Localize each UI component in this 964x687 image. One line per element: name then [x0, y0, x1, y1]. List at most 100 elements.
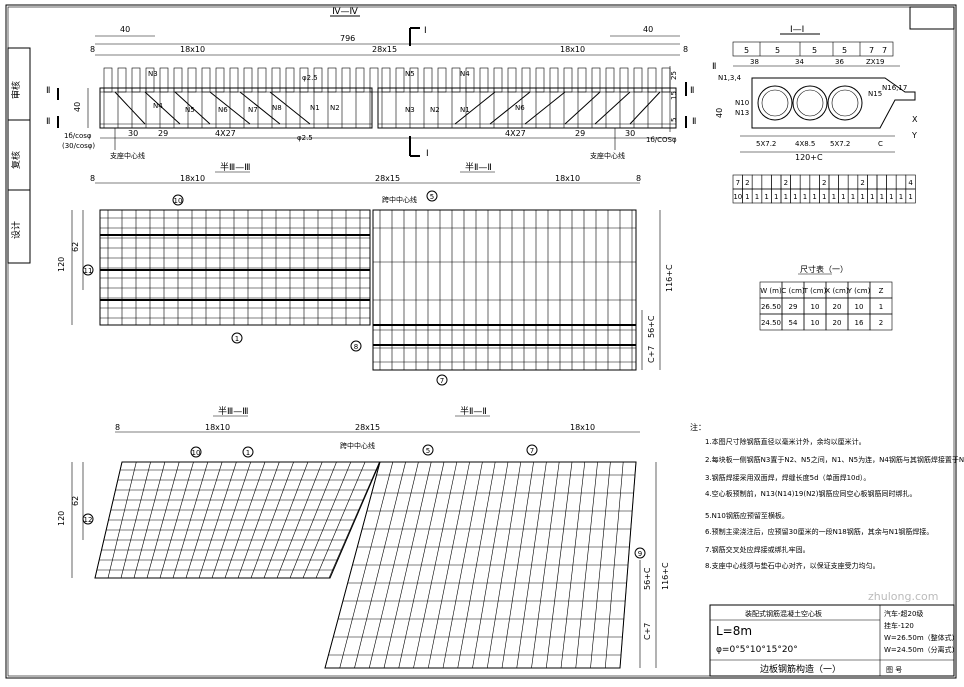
- bar-grid-value: 1: [812, 193, 816, 201]
- bar-dia-label: φ2.5: [302, 74, 318, 82]
- bar-callout: 10: [192, 449, 201, 457]
- plan-top: 8 18x10 28x15 18x10 8 半Ⅲ—Ⅲ 半Ⅱ—Ⅱ 120 62 1…: [57, 161, 674, 386]
- bar-grid-value: 1: [870, 193, 874, 201]
- plan-top-note: 跨中中心线: [382, 195, 417, 204]
- section-mid-dim: 38: [750, 58, 759, 66]
- elevation-view: Ⅳ—Ⅳ 40 40 796 8 8 18x10 28x15 18x10 Ⅰ Ⅰ: [46, 7, 696, 160]
- plan-bottom-height: 120: [57, 511, 66, 526]
- title-load-class: 汽车-超20级: [884, 609, 923, 618]
- dim-table-header: X (cm): [825, 287, 848, 295]
- bar-grid-cell: [828, 174, 839, 190]
- plan-bottom-height: 56+C: [643, 567, 652, 590]
- plan-top-height: C+7: [647, 346, 656, 363]
- bar-callout: 10: [174, 197, 183, 205]
- bar-label: N7: [248, 106, 258, 114]
- plan-bottom-right-title: 半Ⅱ—Ⅱ: [460, 405, 487, 417]
- bar-grid-value: 1: [774, 193, 778, 201]
- bar-grid-cell: [751, 174, 763, 190]
- title-figure-label: 图 号: [886, 666, 902, 674]
- plan-bottom-dim: 18x10: [570, 423, 595, 432]
- elev-bottom-dim: 4X27: [215, 129, 236, 138]
- bar-callout: 12: [84, 516, 93, 524]
- bar-label: N3: [405, 106, 415, 114]
- bar-grid-value: 1: [908, 193, 912, 201]
- bar-grid-value: 1: [755, 193, 759, 201]
- plan-top-height: 62: [71, 242, 80, 252]
- plan-top-height: 120: [57, 257, 66, 272]
- note-item: 5.N10钢筋应预留至横板。: [705, 511, 789, 520]
- notes-block: 注： 1.本图尺寸除钢筋直径以毫米计外，余均以厘米计。 2.每块板一侧钢筋N3置…: [690, 422, 964, 570]
- section-side-dim: 40: [715, 108, 724, 118]
- elev-dim-total: 796: [340, 34, 355, 43]
- bar-grid-cell: [838, 174, 849, 190]
- bar-callout: 1: [246, 449, 250, 457]
- bar-label: N8: [272, 104, 282, 112]
- dim-table-header: C (cm): [781, 287, 805, 295]
- section-title: Ⅰ—Ⅰ: [790, 25, 804, 35]
- bar-callout: 11: [84, 267, 93, 275]
- plan-top-dim: 18x10: [555, 174, 580, 183]
- section-bottom-dim: 5X7.2: [756, 140, 776, 148]
- section-bottom-dim: C: [878, 140, 883, 148]
- bar-grid-value: 1: [803, 193, 807, 201]
- elevation-stirrups: [103, 67, 671, 128]
- title-span: L=8m: [716, 624, 752, 638]
- elev-height-right: 5: [670, 118, 678, 122]
- bar-grid-value: 1: [889, 193, 893, 201]
- void-circle: [757, 85, 793, 121]
- bar-grid-cell: [867, 174, 878, 190]
- bar-grid-cell: [771, 174, 782, 190]
- bar-callout: 8: [354, 343, 358, 351]
- title-load-class-2: 挂车-120: [884, 621, 914, 630]
- bar-grid-value: 2: [745, 179, 749, 187]
- elevation-title: Ⅳ—Ⅳ: [332, 7, 358, 17]
- sidebar-label-design: 设计: [10, 221, 22, 239]
- elev-section-mark-top: Ⅰ: [424, 26, 427, 36]
- bar-label: N1: [460, 106, 470, 114]
- section-top-dim: 7: [882, 46, 887, 55]
- title-block: 装配式钢筋混凝土空心板 L=8m φ=0°5°10°15°20° 边板钢筋构造（…: [709, 604, 959, 677]
- bar-grid-cell: [761, 174, 772, 190]
- bar-grid-value: 2: [822, 179, 826, 187]
- bar-grid-value: 10: [733, 193, 742, 201]
- sidebar-label-review: 审核: [10, 81, 22, 99]
- section-top-dim: 5: [812, 46, 817, 55]
- title-project: 装配式钢筋混凝土空心板: [745, 609, 822, 618]
- elev-bottom-dim: 30: [625, 129, 635, 138]
- bar-callout: 7: [530, 447, 534, 455]
- notes-heading: 注：: [690, 422, 706, 432]
- section-side-dim: X: [912, 115, 918, 124]
- section-bottom-dim: 5X7.2: [830, 140, 850, 148]
- dim-table-value: 10: [811, 303, 820, 311]
- dim-table-header: Y (cm): [847, 287, 871, 295]
- dim-table-value: 10: [811, 319, 820, 327]
- watermark: zhulong.com: [868, 590, 938, 603]
- note-item: 1.本图尺寸除钢筋直径以毫米计外，余均以厘米计。: [705, 437, 866, 446]
- support-label-left: 支座中心线: [110, 151, 145, 160]
- section-top-dim: 5: [842, 46, 847, 55]
- bar-label: N3: [148, 70, 158, 78]
- elev-seg-right: 18x10: [560, 45, 585, 54]
- dim-table-value: 20: [833, 303, 842, 311]
- section-side-mark: Ⅱ: [712, 62, 716, 72]
- bar-label: N5: [185, 106, 195, 114]
- elev-end-right: 8: [683, 45, 688, 54]
- dim-table-header: W (m): [760, 287, 782, 295]
- dim-table-value: 20: [833, 319, 842, 327]
- section-bar-label: N13: [735, 109, 749, 117]
- approval-strip: 审核 复核 设计: [7, 47, 31, 264]
- plan-top-dim: 8: [90, 174, 95, 183]
- bar-grid-value: 1: [899, 193, 903, 201]
- section-bar-label: N1,3,4: [718, 74, 742, 82]
- elev-side-mark-right-2: Ⅱ: [692, 117, 696, 127]
- bar-grid-value: 1: [880, 193, 884, 201]
- void-circle: [792, 85, 828, 121]
- section-side-dim: Y: [911, 131, 917, 140]
- plan-bottom-dim: 18x10: [205, 423, 230, 432]
- bar-grid-value: 1: [851, 193, 855, 201]
- note-item: 8.支座中心线须与垫石中心对齐，以保证支座受力均匀。: [705, 561, 880, 570]
- dim-table-value: 26.50: [761, 303, 781, 311]
- sheet-frame: [5, 4, 957, 679]
- bar-grid-value: 4: [908, 179, 913, 187]
